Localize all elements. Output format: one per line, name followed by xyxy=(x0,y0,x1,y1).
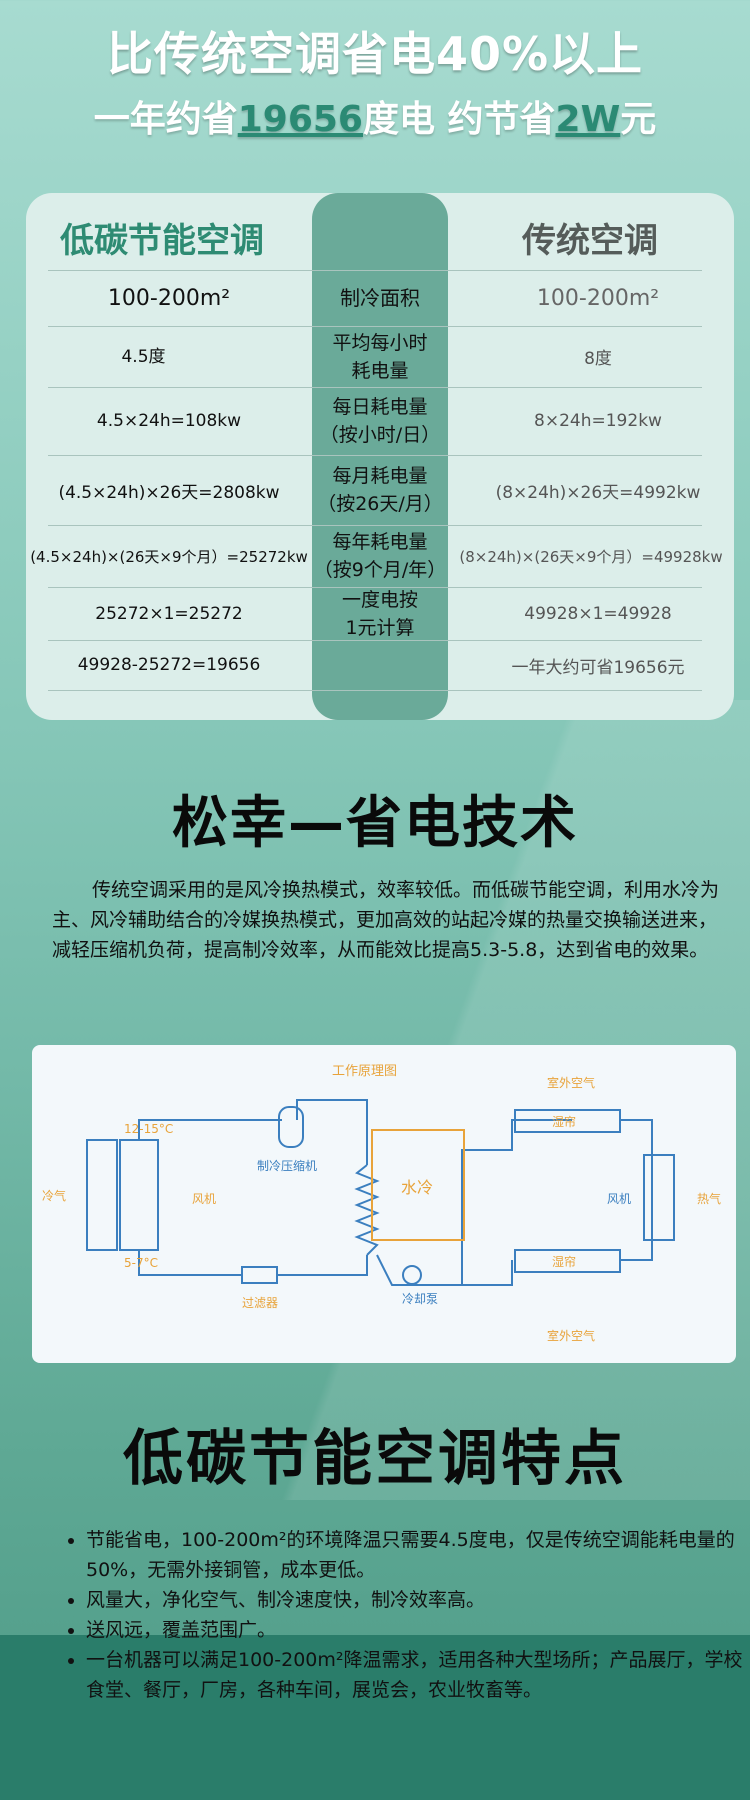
table-cell-left: 4.5×24h=108kw xyxy=(96,411,242,431)
feature-item: 风量大，净化空气、制冷速度快，制冷效率高。 xyxy=(86,1585,750,1615)
table-cell-label: 平均每小时 耗电量 xyxy=(332,331,428,382)
compressor-shape xyxy=(278,1106,304,1148)
table-cell-right: 100-200m² xyxy=(536,285,660,311)
feature-item: 节能省电，100-200m²的环境降温只需要4.5度电，仅是传统空调能耗电量的5… xyxy=(86,1525,750,1585)
temp-high-label: 12-15°C xyxy=(124,1122,173,1136)
subheadline-text-1: 一年约省 xyxy=(93,99,238,140)
temp-low-label: 5-7°C xyxy=(124,1256,158,1270)
hot-air-label: 热气 xyxy=(697,1191,721,1206)
table-cell-label: 每月耗电量 （按26天/月） xyxy=(317,465,443,515)
outdoor-air-top-label: 室外空气 xyxy=(547,1075,595,1090)
table-cell-label: 每年耗电量 （按9个月/年） xyxy=(313,531,447,581)
cold-air-label: 冷气 xyxy=(42,1188,66,1203)
row-divider xyxy=(48,690,702,691)
row-divider xyxy=(48,587,702,588)
water-loop xyxy=(376,1119,572,1286)
pipe-bottom xyxy=(277,1255,368,1276)
features-list: 节能省电，100-200m²的环境降温只需要4.5度电，仅是传统空调能耗电量的5… xyxy=(62,1525,750,1705)
row-divider xyxy=(48,455,702,456)
condenser-coil xyxy=(354,1164,380,1256)
water-cool-label: 水冷 xyxy=(401,1178,433,1197)
right-column-title: 传统空调 xyxy=(522,221,658,261)
filter-label: 过滤器 xyxy=(242,1296,278,1310)
table-cell-right: 一年大约可省19656元 xyxy=(511,657,685,678)
pipe-right-top xyxy=(620,1119,653,1200)
left-fan-label: 风机 xyxy=(192,1192,216,1206)
row-divider xyxy=(48,525,702,526)
water-loop-return xyxy=(462,1260,513,1286)
table-cell-right: (8×24h)×(26天×9个月）=49928kw xyxy=(459,547,723,566)
background-band xyxy=(0,1635,750,1800)
table-cell-left: (4.5×24h)×(26天×9个月）=25272kw xyxy=(30,547,308,566)
feature-item: 一台机器可以满足100-200m²降温需求，适用各种大型场所；产品展厅，学校食堂… xyxy=(86,1645,750,1705)
outdoor-air-bottom-label: 室外空气 xyxy=(547,1328,595,1343)
subheadline-text-2: 度电 约节省 xyxy=(362,99,556,140)
uv-lamp-box xyxy=(86,1139,118,1251)
table-cell-right: (8×24h)×26天=4992kw xyxy=(495,482,701,503)
row-divider xyxy=(48,640,702,641)
working-principle-diagram: 冷气 12-15°C 5-7°C 风机 制冷压缩机 水冷 冷却泵 过滤器 室外空… xyxy=(32,1045,736,1363)
wet-curtain-bottom-label: 湿帘 xyxy=(552,1254,576,1269)
table-cell-left: 49928-25272=19656 xyxy=(77,655,261,675)
row-divider xyxy=(48,387,702,388)
subheadline: 一年约省19656度电 约节省2W元 xyxy=(0,90,750,142)
comparison-center-column xyxy=(312,193,448,720)
diagram-svg: 冷气 12-15°C 5-7°C 风机 制冷压缩机 水冷 冷却泵 过滤器 室外空… xyxy=(42,1064,721,1343)
pipe-right-bottom xyxy=(620,1200,653,1261)
features-section-title: 低碳节能空调特点 xyxy=(123,1424,627,1494)
diagram-title: 工作原理图 xyxy=(332,1064,397,1079)
compressor-label: 制冷压缩机 xyxy=(257,1158,317,1173)
saved-kwh-highlight: 19656 xyxy=(237,99,363,140)
table-cell-label: 每日耗电量 （按小时/日） xyxy=(319,396,441,446)
table-cell-right: 49928×1=49928 xyxy=(524,603,672,624)
table-cell-label: 制冷面积 xyxy=(340,286,420,310)
table-cell-left: 4.5度 xyxy=(121,346,166,367)
pipe-top-left xyxy=(138,1119,282,1140)
pump-label: 冷却泵 xyxy=(402,1292,438,1306)
pump-shape xyxy=(402,1265,422,1285)
right-fan-label: 风机 xyxy=(607,1192,631,1206)
row-divider xyxy=(48,270,702,271)
table-cell-right: 8×24h=192kw xyxy=(534,411,662,431)
water-cool-box xyxy=(371,1129,465,1241)
tech-section-title: 松幸—省电技术 xyxy=(172,791,578,856)
subheadline-text-3: 元 xyxy=(620,99,657,140)
table-cell-left: (4.5×24h)×26天=2808kw xyxy=(58,482,280,503)
saved-money-highlight: 2W xyxy=(555,99,621,140)
headline: 比传统空调省电40%以上 xyxy=(106,27,644,81)
table-cell-label: 一度电按 1元计算 xyxy=(341,588,418,639)
filter-shape xyxy=(241,1266,278,1284)
table-cell-left: 100-200m² xyxy=(107,285,231,311)
left-column-title: 低碳节能空调 xyxy=(60,221,264,261)
pipe-filter-return xyxy=(138,1250,242,1276)
pipe-compressor-out xyxy=(296,1099,368,1165)
right-fan-box xyxy=(643,1154,675,1241)
tech-paragraph: 传统空调采用的是风冷换热模式，效率较低。而低碳节能空调，利用水冷为主、风冷辅助结… xyxy=(52,879,720,961)
row-divider xyxy=(48,326,702,327)
table-cell-left: 25272×1=25272 xyxy=(95,603,243,624)
feature-item: 送风远，覆盖范围广。 xyxy=(86,1615,750,1645)
wet-curtain-top-label: 湿帘 xyxy=(552,1114,576,1129)
evaporator-box xyxy=(119,1139,159,1251)
table-cell-right: 8度 xyxy=(584,349,612,369)
